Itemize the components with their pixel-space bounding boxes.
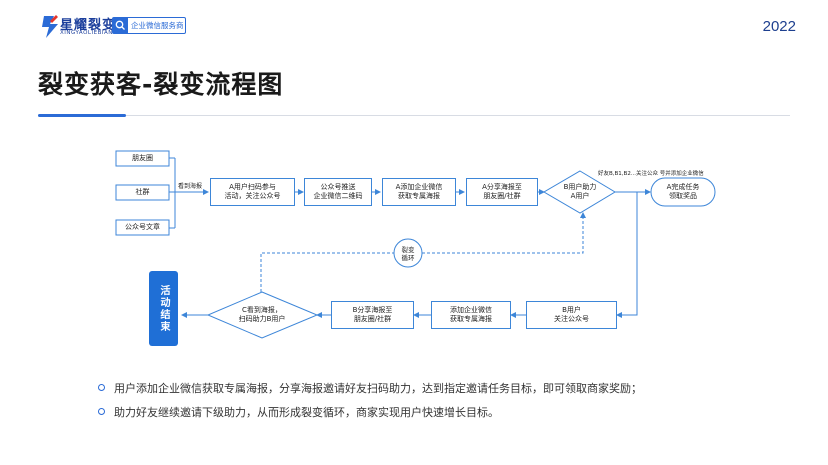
decision-a-shape	[543, 170, 616, 214]
connector-to-b-user	[616, 192, 638, 318]
source-box-outline-1	[115, 150, 170, 167]
source-article: 公众号文章	[125, 222, 160, 231]
source-moments: 朋友圈	[132, 153, 153, 162]
bullet-circle-icon	[98, 384, 105, 391]
page-title: 裂变获客-裂变流程图	[38, 70, 284, 99]
title-accent-bar	[38, 114, 126, 117]
brand-name: 星耀裂变	[60, 18, 117, 33]
step-a-share-poster: A分享海报至 朋友圈/社群	[466, 178, 538, 206]
edge-friends-note: 好友B,B1,B2...关注公众 号并添加企业微信	[598, 171, 704, 177]
step-a-add-wecom: A添加企业微信 获取专属海报	[382, 178, 456, 206]
source-group: 社群	[135, 187, 150, 196]
result-a-claim-prize: A完成任务 领取奖品	[666, 182, 700, 200]
result-a-shape	[650, 177, 716, 207]
decision-b-help-a: B用户助力 A用户	[563, 182, 597, 200]
search-icon	[113, 18, 128, 33]
brand-logo-icon	[42, 15, 58, 38]
decision-c-help-b: C看到海报， 扫码助力B用户	[238, 305, 286, 323]
bullet-circle-icon	[98, 408, 105, 415]
bullet-text: 用户添加企业微信获取专属海报，分享海报邀请好友扫码助力，达到指定邀请任务目标，即…	[114, 382, 642, 395]
decision-c-shape	[206, 291, 319, 339]
title-divider	[126, 115, 790, 116]
end-activity-box: 活动结束	[149, 271, 178, 346]
loop-circle	[393, 238, 423, 268]
step-push-qrcode: 公众号推送 企业微信二维码	[304, 178, 372, 206]
step-b-follow: B用户 关注公众号	[526, 301, 617, 329]
brand-subtitle: XINGYAOLIEBIAN	[60, 30, 113, 36]
loop-label: 裂变 循环	[401, 245, 415, 262]
year-label: 2022	[762, 18, 796, 35]
service-tag-label: 企业微信服务商	[131, 21, 184, 30]
service-tag: 企业微信服务商	[112, 17, 186, 34]
step-scan-follow: A用户扫码参与 活动，关注公众号	[210, 178, 295, 206]
step-add-wecom-poster: 添加企业微信 获取专属海报	[431, 301, 511, 329]
step-b-share-poster: B分享海报至 朋友圈/社群	[331, 301, 414, 329]
edge-see-poster-label: 看到海报	[178, 183, 203, 190]
bullet-text: 助力好友继续邀请下级助力，从而形成裂变循环，商家实现用户快速增长目标。	[114, 406, 499, 419]
